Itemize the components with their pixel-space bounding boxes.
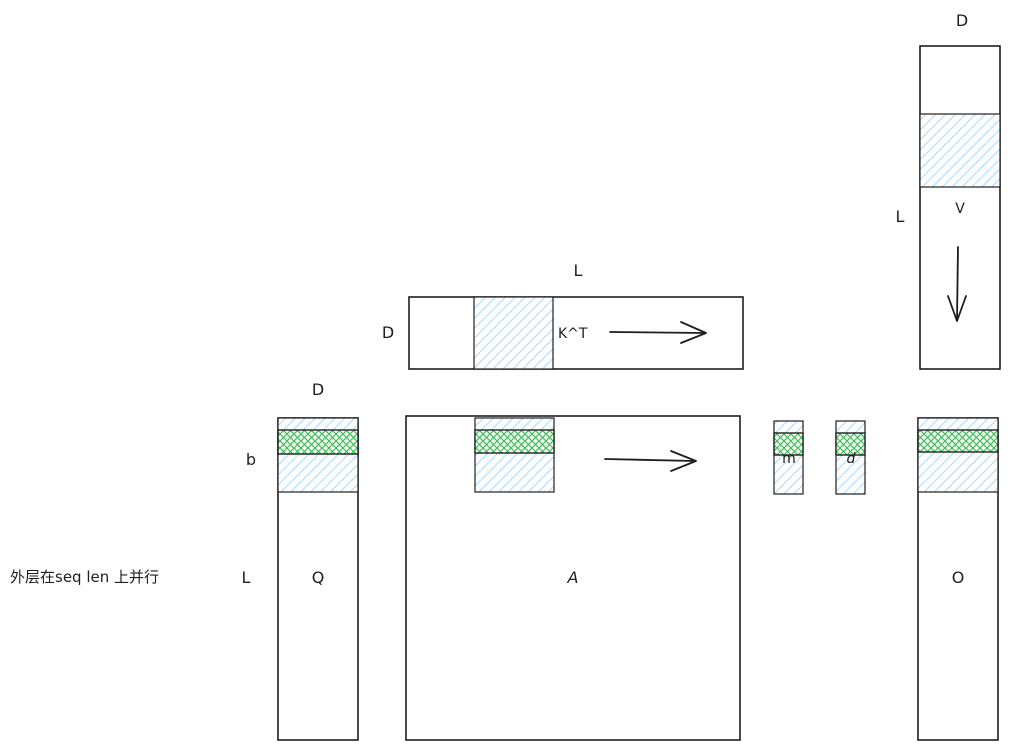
d-row-highlight	[835, 432, 866, 456]
q-matrix: D b L Q	[242, 380, 359, 741]
a-block-highlight	[474, 417, 555, 493]
q-block-highlight	[277, 417, 359, 493]
v-name-label: V	[955, 201, 965, 217]
q-width-label: D	[312, 380, 324, 399]
o-row-highlight	[917, 429, 999, 453]
right-arrow-icon	[609, 321, 707, 344]
q-row-highlight	[277, 429, 359, 455]
q-height-label: L	[242, 568, 251, 587]
v-matrix: D L V	[896, 11, 1001, 370]
a-row-highlight	[474, 429, 555, 454]
kt-height-label: D	[382, 323, 394, 342]
a-matrix: A	[405, 415, 741, 741]
q-block-label: b	[246, 450, 256, 469]
right-arrow-icon	[604, 450, 697, 472]
note-text: 外层在seq len 上并行	[10, 568, 159, 586]
v-height-label: L	[896, 207, 905, 226]
q-name-label: Q	[312, 568, 325, 587]
m-vector: m	[773, 420, 804, 495]
v-block-highlight	[919, 113, 1001, 188]
o-block-highlight	[917, 417, 999, 493]
o-matrix: O	[917, 417, 999, 741]
m-row-highlight	[773, 432, 804, 456]
kt-block-highlight	[473, 296, 554, 370]
d-name-label: d	[847, 451, 856, 467]
m-name-label: m	[782, 451, 796, 467]
kt-width-label: L	[574, 261, 583, 280]
o-name-label: O	[952, 568, 965, 587]
a-name-label: A	[567, 568, 579, 587]
v-width-label: D	[956, 11, 968, 30]
kt-name-label: K^T	[558, 326, 588, 342]
d-vector: d	[835, 420, 866, 495]
kt-matrix: L D K^T	[382, 261, 744, 370]
a-matrix-box	[405, 415, 741, 741]
down-arrow-icon	[947, 246, 967, 322]
